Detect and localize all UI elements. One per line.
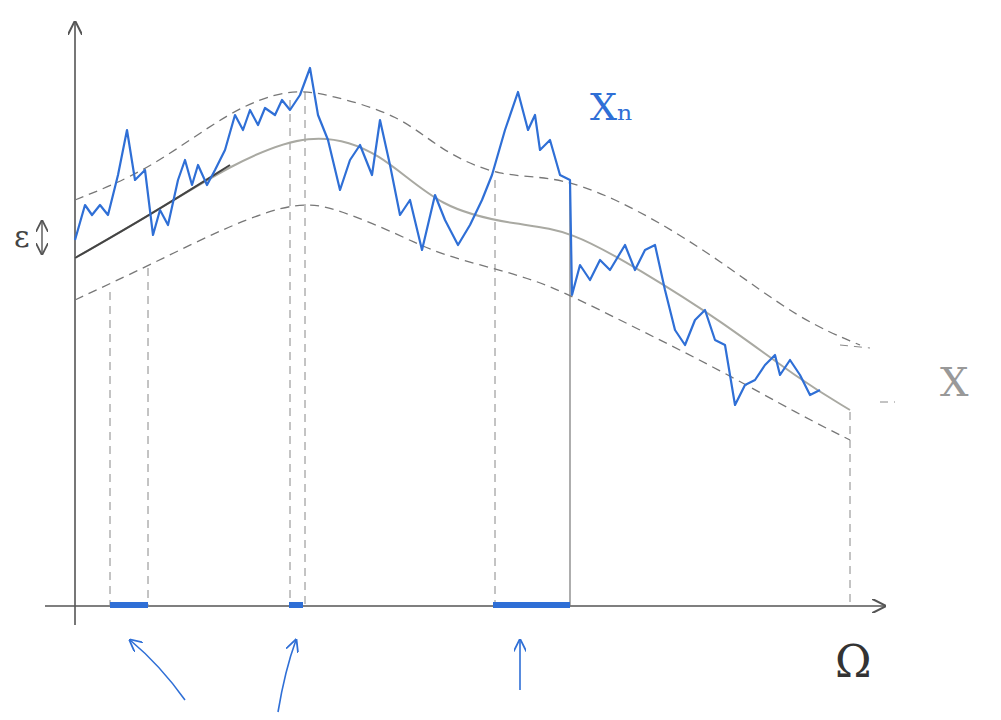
y-axis (74, 22, 76, 625)
lower-band (75, 205, 850, 440)
pointer-arrows (130, 640, 520, 712)
upper-band (75, 92, 860, 345)
omega-label: Ω (835, 640, 871, 684)
epsilon-label: ε (14, 222, 30, 252)
limit-curve-start (75, 165, 230, 258)
sequence-label: Xₙ (590, 88, 634, 126)
epsilon-arrow (41, 221, 42, 254)
sequence-curve (75, 68, 820, 405)
omega-subsets (110, 602, 570, 608)
x-axis (45, 605, 885, 607)
limit-label: X (940, 362, 968, 402)
